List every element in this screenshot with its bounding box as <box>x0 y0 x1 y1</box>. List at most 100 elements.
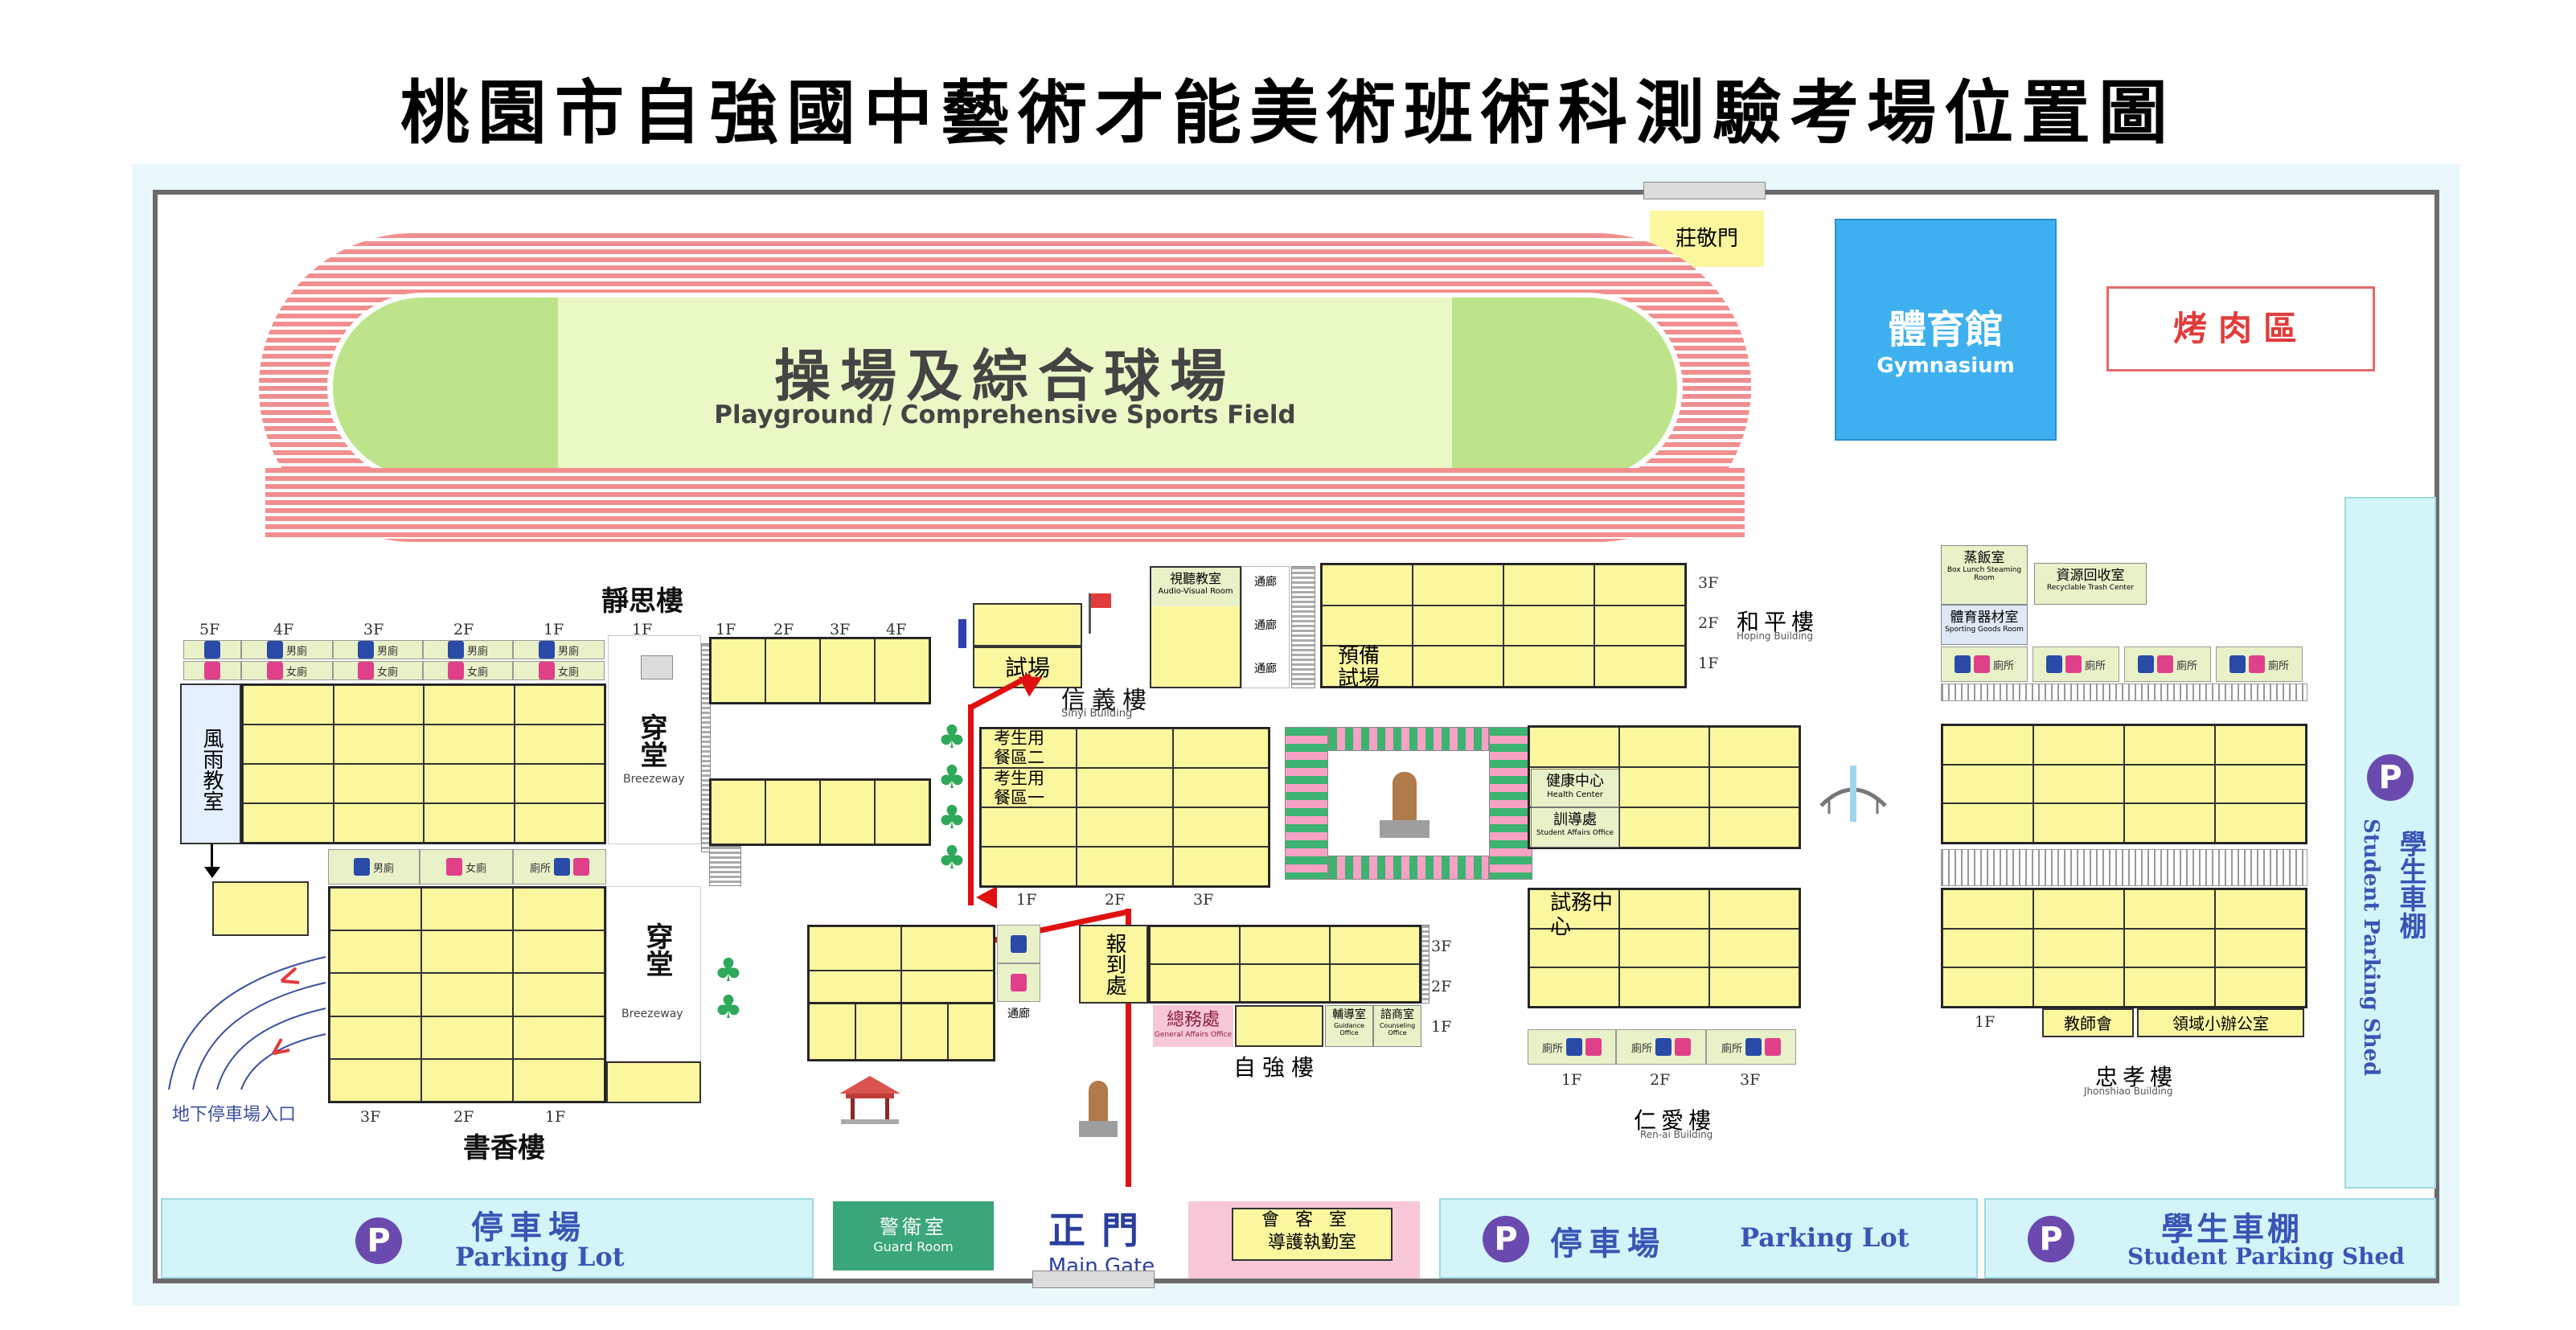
classroom[interactable] <box>514 725 605 764</box>
classroom[interactable] <box>1172 729 1269 768</box>
classroom[interactable] <box>513 930 605 974</box>
reception-duty-room[interactable]: 會客室 導護執勤室 <box>1188 1201 1420 1279</box>
guidance-office[interactable]: 輔導室 Guidance Office <box>1325 1005 1373 1047</box>
classroom[interactable] <box>513 1016 605 1059</box>
classroom[interactable] <box>765 638 820 703</box>
classroom[interactable] <box>514 803 605 843</box>
student-parking-shed-bottom[interactable]: P 學生車棚 Student Parking Shed <box>1984 1198 2436 1279</box>
classroom[interactable] <box>333 725 424 764</box>
classroom[interactable] <box>1077 807 1173 847</box>
classroom[interactable] <box>514 685 605 725</box>
registration[interactable]: 報到處 <box>1079 925 1148 1004</box>
classroom[interactable] <box>333 803 424 843</box>
classroom[interactable] <box>1150 964 1240 1002</box>
classroom[interactable] <box>1709 889 1799 929</box>
classroom[interactable] <box>424 803 515 843</box>
parking-lot-left[interactable]: P 停車場 Parking Lot <box>161 1198 814 1279</box>
classroom[interactable] <box>2124 928 2215 968</box>
dining-area-1[interactable]: 考生用餐區一 <box>994 769 1044 807</box>
classroom[interactable] <box>1529 727 1619 767</box>
classroom[interactable] <box>513 888 605 931</box>
classroom[interactable] <box>1619 967 1709 1007</box>
classroom[interactable] <box>1594 646 1685 687</box>
classroom[interactable] <box>1322 646 1413 687</box>
classroom[interactable] <box>243 764 334 803</box>
classroom[interactable] <box>513 973 605 1016</box>
classroom[interactable] <box>2215 928 2306 968</box>
exam-room-top[interactable] <box>973 603 1082 647</box>
classroom[interactable] <box>421 973 513 1016</box>
classroom[interactable] <box>1619 767 1709 807</box>
classroom[interactable] <box>243 685 334 725</box>
classroom[interactable] <box>1529 889 1619 929</box>
classroom[interactable] <box>1503 605 1594 647</box>
breezeway-lower[interactable]: 穿堂 Breezeway <box>606 886 701 1061</box>
classroom[interactable] <box>1529 967 1619 1007</box>
classroom[interactable] <box>330 1058 421 1102</box>
student-parking-shed-side[interactable]: P Student Parking Shed 學生車棚 <box>2344 497 2436 1188</box>
wind-rain-classroom[interactable]: 風雨教室 <box>180 683 241 844</box>
classroom[interactable] <box>424 685 515 725</box>
classroom[interactable] <box>1235 1005 1323 1047</box>
classroom[interactable] <box>1240 926 1330 964</box>
classroom[interactable] <box>2033 764 2124 804</box>
exam-room[interactable]: 試場 <box>973 647 1082 688</box>
classroom[interactable] <box>2215 889 2306 929</box>
guard-room[interactable]: 警衛室 Guard Room <box>833 1201 994 1270</box>
teachers-association[interactable]: 教師會 <box>2042 1008 2134 1037</box>
classroom[interactable] <box>1529 928 1619 968</box>
classroom[interactable] <box>1942 928 2033 968</box>
classroom[interactable] <box>765 780 820 844</box>
classroom[interactable] <box>1172 847 1269 886</box>
classroom[interactable] <box>421 888 513 931</box>
classroom[interactable] <box>1330 926 1420 964</box>
general-affairs-office[interactable]: 總務處 General Affairs Office <box>1153 1005 1233 1047</box>
classroom[interactable] <box>1413 605 1503 647</box>
classroom[interactable] <box>2124 967 2215 1007</box>
classroom[interactable] <box>901 926 994 971</box>
classroom[interactable] <box>421 930 513 974</box>
classroom[interactable] <box>981 847 1077 886</box>
classroom[interactable] <box>330 1016 421 1059</box>
classroom[interactable] <box>809 926 901 971</box>
classroom[interactable] <box>2215 764 2306 804</box>
classroom[interactable] <box>333 685 424 725</box>
classroom[interactable] <box>1709 807 1799 848</box>
classroom[interactable] <box>2033 889 2124 929</box>
classroom[interactable] <box>243 725 334 764</box>
classroom[interactable] <box>809 1004 855 1060</box>
classroom[interactable] <box>1077 729 1173 768</box>
classroom[interactable] <box>1709 967 1799 1007</box>
classroom[interactable] <box>424 725 515 764</box>
classroom[interactable] <box>1942 889 2033 929</box>
zhuangjing-gate[interactable]: 莊敬門 <box>1650 211 1764 267</box>
gymnasium[interactable]: 體育館 Gymnasium <box>1835 219 2057 441</box>
classroom[interactable] <box>2033 967 2124 1007</box>
recycle-center[interactable]: 資源回收室 Recyclable Trash Center <box>2034 563 2147 605</box>
classroom[interactable] <box>1942 967 2033 1007</box>
counseling-office[interactable]: 諮商室 Counseling Office <box>1373 1005 1421 1047</box>
classroom[interactable] <box>333 764 424 803</box>
classroom[interactable] <box>1942 725 2033 765</box>
classroom[interactable] <box>901 1004 948 1060</box>
breezeway-upper[interactable]: 穿堂 Breezeway <box>608 635 701 844</box>
classroom[interactable] <box>1709 928 1799 968</box>
classroom[interactable] <box>947 1004 994 1060</box>
classroom[interactable] <box>513 1058 605 1102</box>
sports-goods-room[interactable]: 體育器材室 Sporting Goods Room <box>1941 605 2028 645</box>
classroom[interactable] <box>330 888 421 931</box>
classroom[interactable] <box>2124 803 2215 843</box>
classroom[interactable] <box>711 780 765 844</box>
classroom[interactable] <box>1150 926 1240 964</box>
classroom[interactable] <box>212 881 309 936</box>
classroom[interactable] <box>711 638 765 703</box>
dining-area-2[interactable]: 考生用餐區二 <box>994 729 1044 767</box>
classroom[interactable] <box>1503 564 1594 605</box>
standby-exam-room[interactable]: 預備試場 <box>1338 644 1380 691</box>
classroom[interactable] <box>820 780 875 844</box>
bbq-area[interactable]: 烤肉區 <box>2106 286 2375 371</box>
exam-center[interactable]: 試務中心 <box>1550 891 1614 939</box>
classroom[interactable] <box>1619 807 1709 848</box>
classroom[interactable] <box>1413 646 1503 687</box>
classroom[interactable] <box>330 973 421 1016</box>
